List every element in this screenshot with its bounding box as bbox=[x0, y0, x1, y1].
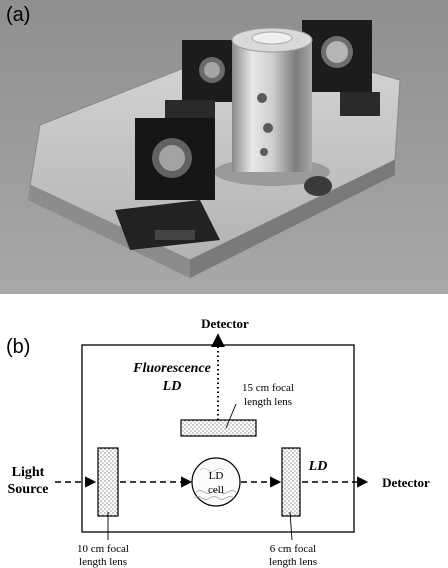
fluorescence-label-line1: Fluorescence bbox=[132, 361, 211, 376]
lens-15cm bbox=[180, 419, 257, 437]
ld-cell bbox=[191, 457, 241, 507]
setup-diagram: Detector Fluorescence LD 15 cm focal len… bbox=[8, 316, 431, 568]
lens-10cm bbox=[97, 447, 119, 517]
detector-top-label: Detector bbox=[201, 316, 249, 331]
light-source-label-line1: Light bbox=[12, 465, 45, 480]
panel-a-label: (a) bbox=[6, 4, 31, 26]
lens10-label-line2: length lens bbox=[79, 556, 127, 568]
lens6-label-line1: 6 cm focal bbox=[270, 543, 316, 555]
lens6-label-line2: length lens bbox=[269, 556, 317, 568]
lens15-label-line2: length lens bbox=[244, 396, 292, 408]
light-source-label-line2: Source bbox=[8, 482, 49, 497]
panel-b-label: (b) bbox=[6, 336, 31, 358]
apparatus-photo bbox=[0, 0, 448, 294]
lens-6cm bbox=[281, 447, 301, 517]
ld-transmission-label: LD bbox=[308, 459, 328, 474]
detector-right-label: Detector bbox=[382, 475, 430, 490]
fluorescence-label-line2: LD bbox=[162, 379, 182, 394]
cell-label-line2: cell bbox=[208, 484, 224, 496]
cell-label-line1: LD bbox=[209, 470, 224, 482]
lens15-label-line1: 15 cm focal bbox=[242, 382, 294, 394]
pointer-15cm bbox=[225, 403, 237, 429]
lens10-label-line1: 10 cm focal bbox=[77, 543, 129, 555]
pointer-6cm bbox=[289, 511, 293, 541]
